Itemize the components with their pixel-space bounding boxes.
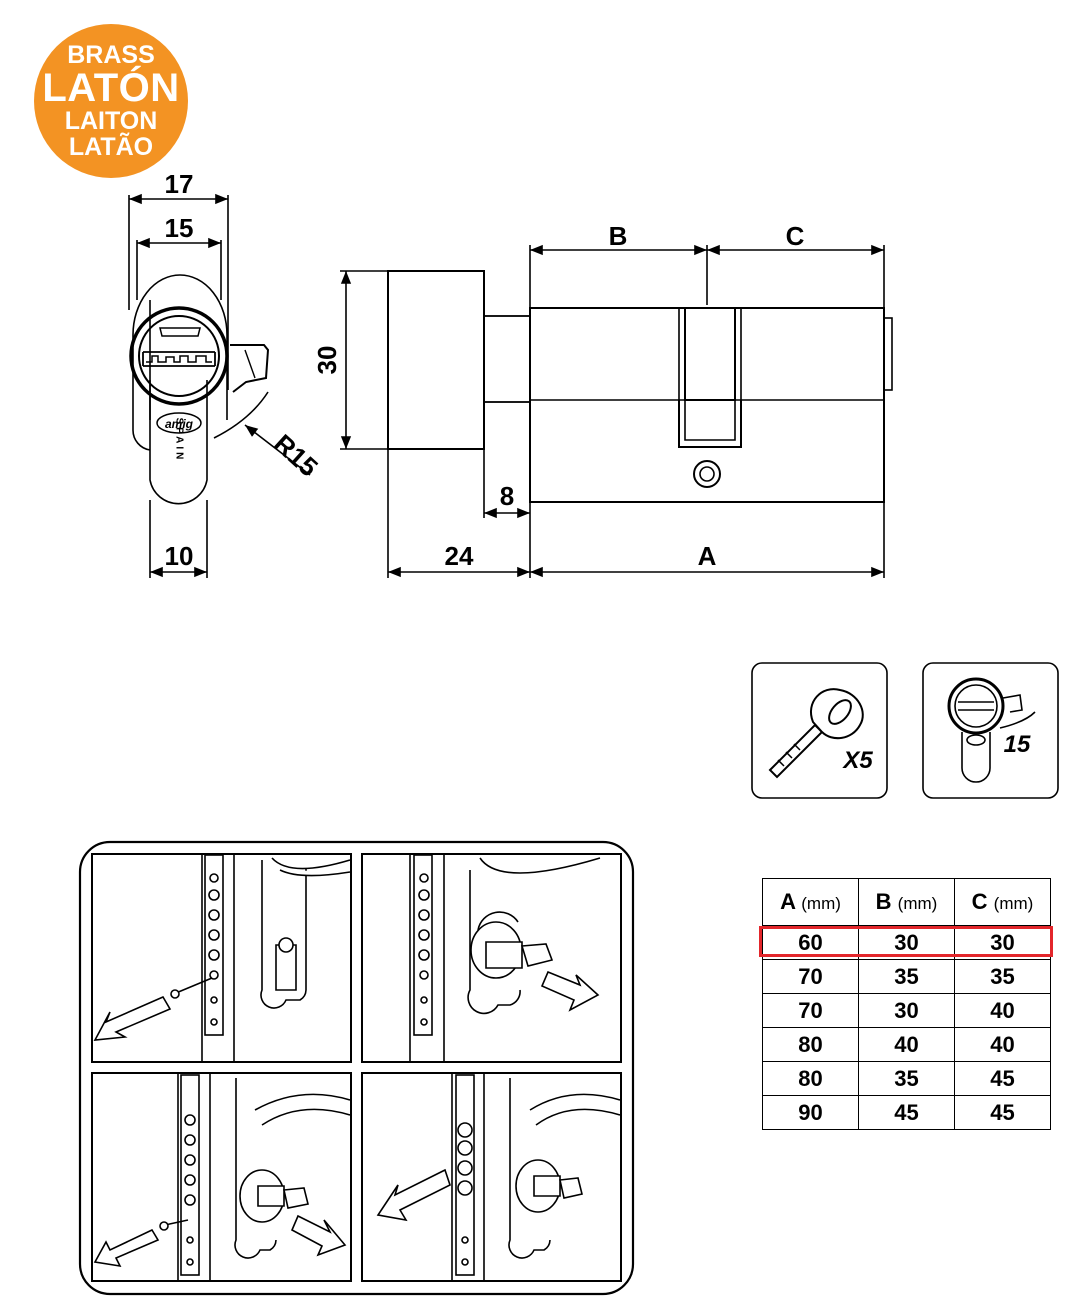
table-cell: 80 (762, 1061, 859, 1096)
table-cell: 30 (858, 925, 955, 960)
header-a: A (mm) (762, 878, 859, 926)
table-cell: 90 (762, 1095, 859, 1130)
table-row: 70 30 40 (762, 993, 1051, 1028)
header-b-unit: (mm) (897, 894, 938, 913)
table-cell: 45 (954, 1061, 1051, 1096)
header-a-unit: (mm) (801, 894, 841, 913)
badge-line-laiton: LAITON (64, 106, 158, 135)
header-a-label: A (780, 889, 796, 914)
dim-8: 8 (500, 481, 514, 511)
header-c-label: C (971, 889, 988, 914)
dim-30: 30 (312, 346, 342, 375)
table-cell: 35 (858, 959, 955, 994)
badge-line-latao: LATÃO (68, 132, 154, 161)
table-row: 80 40 40 (762, 1027, 1051, 1062)
step-2-turn-key-pull (409, 854, 601, 1062)
dim-24: 24 (445, 541, 474, 571)
cam-icon-box: 15 (922, 662, 1059, 799)
header-c: C (mm) (954, 878, 1051, 926)
table-cell: 40 (858, 1027, 955, 1062)
badge-line-brass: BRASS (67, 40, 155, 69)
keys-count-label: X5 (841, 747, 873, 774)
installation-instructions (78, 840, 635, 1296)
table-cell: 35 (858, 1061, 955, 1096)
step-3-insert-cylinder (93, 1073, 351, 1281)
size-table: A (mm) B (mm) C (mm) 60 30 30 70 35 35 7… (762, 878, 1051, 1130)
dim-17: 17 (165, 169, 194, 199)
table-cell: 40 (954, 993, 1051, 1028)
key-icon (768, 688, 864, 779)
table-row: 60 30 30 (762, 925, 1051, 960)
table-row: 70 35 35 (762, 959, 1051, 994)
table-cell: 30 (954, 925, 1051, 960)
table-cell: 45 (954, 1095, 1051, 1130)
front-view (340, 244, 893, 578)
step-4-fix-screw (376, 1073, 621, 1281)
brand-logo: amig (165, 417, 194, 431)
header-c-unit: (mm) (993, 894, 1034, 913)
step-1-remove-screw (93, 854, 351, 1062)
side-view (128, 193, 311, 578)
cylinder-profile-icon (947, 677, 1036, 783)
table-cell: 70 (762, 993, 859, 1028)
keys-icon-box: X5 (751, 662, 888, 799)
dim-r15: R15 (268, 428, 324, 482)
dim-b: B (609, 221, 628, 251)
table-cell: 60 (762, 925, 859, 960)
dim-a: A (698, 541, 717, 571)
table-cell: 80 (762, 1027, 859, 1062)
material-badge: BRASS LATÓN LAITON LATÃO (34, 24, 188, 178)
badge-line-laton: LATÓN (42, 65, 180, 110)
header-b: B (mm) (858, 878, 955, 926)
table-cell: 40 (954, 1027, 1051, 1062)
table-cell: 70 (762, 959, 859, 994)
table-header-row: A (mm) B (mm) C (mm) (762, 878, 1051, 926)
header-b-label: B (875, 889, 892, 914)
table-cell: 45 (858, 1095, 955, 1130)
dim-10: 10 (165, 541, 194, 571)
cam-size-label: 15 (1004, 731, 1031, 758)
table-row: 90 45 45 (762, 1095, 1051, 1130)
dim-15: 15 (165, 213, 194, 243)
table-cell: 30 (858, 993, 955, 1028)
table-row: 80 35 45 (762, 1061, 1051, 1096)
dim-c: C (786, 221, 805, 251)
origin-spain: SPAIN (174, 418, 185, 463)
table-cell: 35 (954, 959, 1051, 994)
